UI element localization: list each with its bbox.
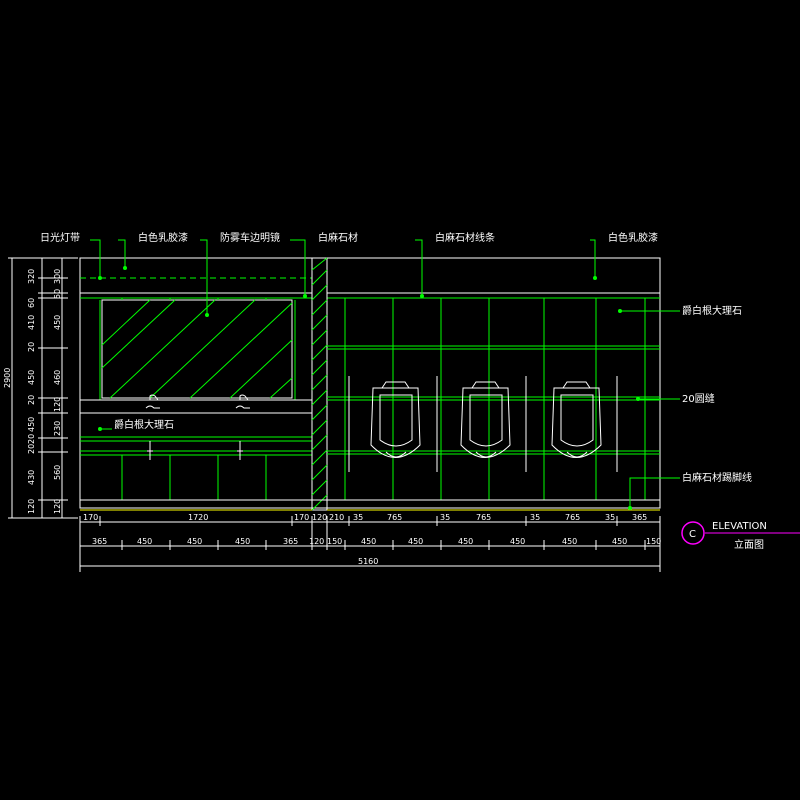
label-marble-left: 爵白根大理石 <box>114 418 174 431</box>
leaders <box>90 239 680 510</box>
label-stone-trim: 白麻石材线条 <box>435 231 495 244</box>
label-marble-right: 爵白根大理石 <box>682 304 742 317</box>
dim-left-12: 20 <box>27 434 36 444</box>
dim-left-total: 2900 <box>3 368 12 388</box>
dim-b2-8: 450 <box>408 537 423 546</box>
dim-left-19: 120 <box>53 499 62 514</box>
dim-b1-11: 35 <box>605 513 615 522</box>
dim-b2-7: 450 <box>361 537 376 546</box>
dim-left-2: 300 <box>53 269 62 284</box>
dim-left-17: 430 <box>27 470 36 485</box>
dim-b1-7: 35 <box>440 513 450 522</box>
bottom-dim-row1: 170 1720 170 120 210 35 765 35 765 35 76… <box>83 513 647 522</box>
left-dim-texts: 2900 320 300 50 60 410 20 450 460 20 450… <box>3 269 62 514</box>
vanity-counter <box>80 394 312 460</box>
stone-column <box>311 257 328 511</box>
dim-left-10: 450 <box>27 370 36 385</box>
elevation-title-cn: 立面图 <box>734 538 764 551</box>
dim-left-13: 230 <box>53 421 62 436</box>
dim-left-1: 320 <box>27 269 36 284</box>
dim-b1-3: 120 <box>312 513 327 522</box>
bottom-dim-row2: 365 450 450 450 365 120 150 450 450 450 … <box>92 537 661 566</box>
elevation-symbol-circle <box>681 521 705 545</box>
label-mirror: 防雾车边明镜 <box>220 231 280 244</box>
dim-b1-4: 210 <box>329 513 344 522</box>
urinals <box>348 376 618 472</box>
dim-left-11: 120 <box>53 397 62 412</box>
dim-left-8: 460 <box>53 370 62 385</box>
dim-b2-12: 450 <box>612 537 627 546</box>
dim-b2-3: 450 <box>235 537 250 546</box>
urinal-2 <box>460 381 511 458</box>
label-skirting: 白麻石材踢脚线 <box>682 471 752 484</box>
elevation-title: C ELEVATION 立面图 <box>681 521 800 551</box>
label-stone: 白麻石材 <box>318 231 358 244</box>
dim-left-16: 560 <box>53 465 62 480</box>
label-groove: 20圆缝 <box>682 392 715 405</box>
dim-left-15: 20 <box>27 444 36 454</box>
urinal-3 <box>551 381 602 458</box>
dim-left-6: 20 <box>27 342 36 352</box>
urinal-1 <box>370 381 421 458</box>
dim-b2-2: 450 <box>187 537 202 546</box>
dim-b1-5: 35 <box>353 513 363 522</box>
dim-b2-6: 150 <box>327 537 342 546</box>
dim-b2-0: 365 <box>92 537 107 546</box>
left-tile-grid <box>121 298 267 500</box>
dim-b1-9: 35 <box>530 513 540 522</box>
dim-left-14: 450 <box>27 417 36 432</box>
right-tile-grid <box>327 298 660 500</box>
dim-left-5: 410 <box>27 315 36 330</box>
label-light-strip: 日光灯带 <box>40 231 80 244</box>
dim-b1-1: 1720 <box>188 513 208 522</box>
elevation-symbol-letter: C <box>689 529 696 540</box>
dim-b2-4: 365 <box>283 537 298 546</box>
dim-left-18: 120 <box>27 499 36 514</box>
left-dimensions <box>8 257 78 519</box>
dim-b1-2: 170 <box>294 513 309 522</box>
dim-b1-8: 765 <box>476 513 491 522</box>
wall-outline <box>79 257 661 509</box>
elevation-title-en: ELEVATION <box>712 521 767 532</box>
dim-b1-6: 765 <box>387 513 402 522</box>
top-labels: 日光灯带 白色乳胶漆 防雾车边明镜 白麻石材 白麻石材线条 白色乳胶漆 <box>40 231 658 244</box>
dim-b2-1: 450 <box>137 537 152 546</box>
dim-b2-10: 450 <box>510 537 525 546</box>
label-latex-paint-2: 白色乳胶漆 <box>608 231 658 244</box>
right-labels: 爵白根大理石 20圆缝 白麻石材踢脚线 爵白根大理石 <box>114 304 752 484</box>
dim-left-9: 20 <box>27 395 36 405</box>
dim-left-4: 60 <box>27 298 36 308</box>
dim-b2-11: 450 <box>562 537 577 546</box>
dim-bottom-total: 5160 <box>358 557 378 566</box>
label-latex-paint-1: 白色乳胶漆 <box>138 231 188 244</box>
skirting <box>80 499 660 511</box>
dim-b2-13: 150 <box>646 537 661 546</box>
dim-b2-9: 450 <box>458 537 473 546</box>
dim-b1-10: 765 <box>565 513 580 522</box>
mirror <box>99 299 296 400</box>
dim-b1-0: 170 <box>83 513 98 522</box>
bottom-dimensions <box>79 516 661 572</box>
dim-left-3: 50 <box>53 289 62 299</box>
dim-b1-12: 365 <box>632 513 647 522</box>
dim-b2-5: 120 <box>309 537 324 546</box>
dim-left-7: 450 <box>53 315 62 330</box>
